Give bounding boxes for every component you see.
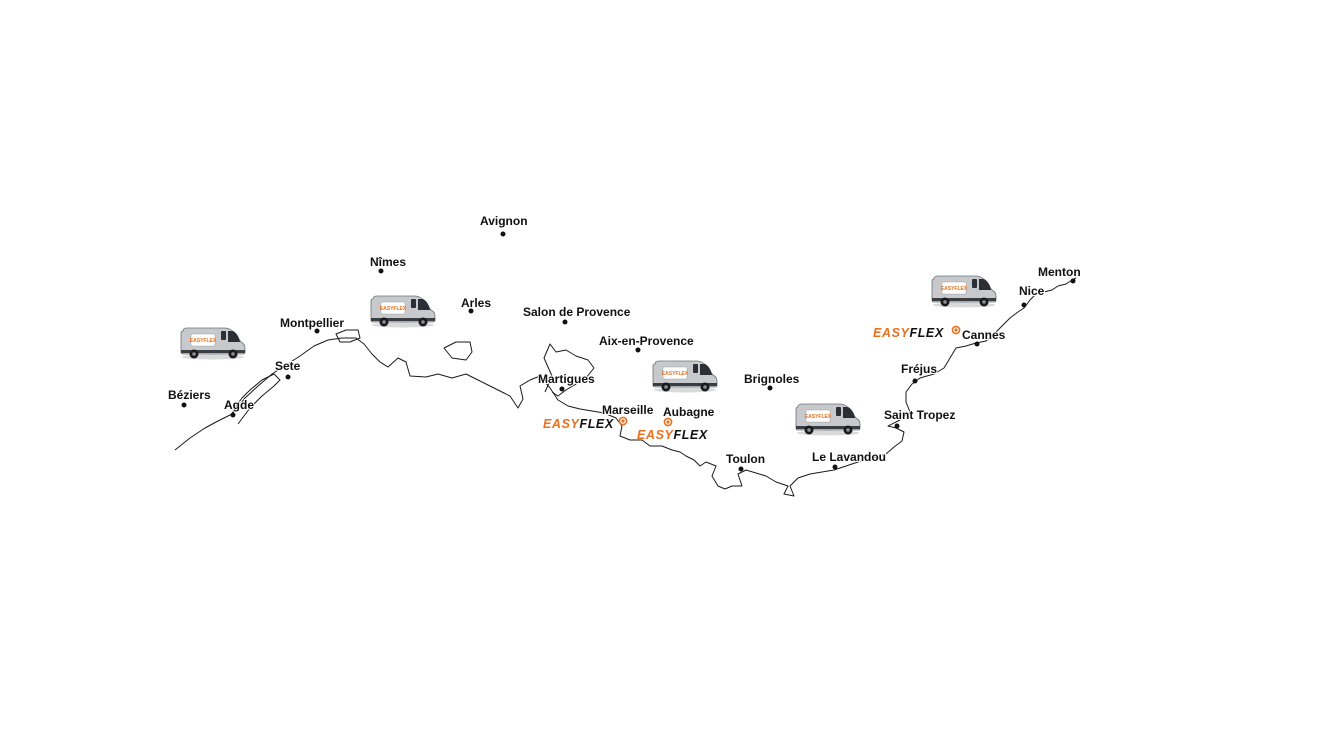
van-decal-text: EASYFLEX xyxy=(190,338,217,344)
city-label: Arles xyxy=(461,296,491,310)
van-decal-text: EASYFLEX xyxy=(805,414,832,420)
city-montpellier[interactable]: Montpellier xyxy=(279,315,345,334)
agency-aubagne[interactable]: EASYFLEX xyxy=(637,417,708,442)
agency-marker-core xyxy=(621,419,625,423)
van-decal-text: EASYFLEX xyxy=(380,306,407,312)
city-label: Aubagne xyxy=(663,405,715,419)
logo-part-flex: FLEX xyxy=(673,428,707,442)
city-label: Sete xyxy=(275,359,301,373)
logo-part-easy: EASY xyxy=(873,326,911,340)
city-label: Le Lavandou xyxy=(812,450,886,464)
city-label: Cannes xyxy=(962,328,1006,342)
van-nice: EASYFLEX xyxy=(931,275,997,308)
city-marker-dot xyxy=(767,385,773,391)
city-marker-dot xyxy=(832,464,838,470)
city-marker-dot xyxy=(635,347,641,353)
city-marker-dot xyxy=(1021,302,1027,308)
agency-marseille[interactable]: EASYFLEX xyxy=(543,416,628,431)
city-frejus[interactable]: Fréjus xyxy=(900,361,938,384)
city-label: Marseille xyxy=(602,403,654,417)
agency-marker-core xyxy=(666,420,670,424)
city-marker-dot xyxy=(1070,278,1076,284)
city-marker-dot xyxy=(285,374,291,380)
city-toulon[interactable]: Toulon xyxy=(725,451,766,472)
coastline-etang-vaccares xyxy=(443,341,473,361)
city-marker-dot xyxy=(181,402,187,408)
city-label: Fréjus xyxy=(901,362,937,376)
city-salon-de-provence[interactable]: Salon de Provence xyxy=(522,304,632,325)
city-label: Béziers xyxy=(168,388,211,402)
city-beziers[interactable]: Béziers xyxy=(167,387,212,408)
city-brignoles[interactable]: Brignoles xyxy=(743,371,801,391)
city-menton[interactable]: Menton xyxy=(1037,264,1082,284)
easyflex-logo: EASYFLEX xyxy=(543,417,614,431)
logo-part-easy: EASY xyxy=(637,428,675,442)
city-label: Nîmes xyxy=(370,255,406,269)
easyflex-logo: EASYFLEX xyxy=(637,428,708,442)
van-lavandou: EASYFLEX xyxy=(795,403,861,436)
city-aubagne[interactable]: Aubagne xyxy=(662,404,716,420)
van-decal-text: EASYFLEX xyxy=(941,286,968,292)
city-label: Salon de Provence xyxy=(523,305,631,319)
city-nimes[interactable]: Nîmes xyxy=(369,254,407,274)
van-aix: EASYFLEX xyxy=(652,360,718,393)
easyflex-logo: EASYFLEX xyxy=(873,326,944,340)
city-marker-dot xyxy=(894,423,900,429)
city-marker-dot xyxy=(468,308,474,314)
city-marker-dot xyxy=(500,231,506,237)
coastline-languedoc xyxy=(174,277,1077,497)
coastline xyxy=(174,277,1077,497)
city-marker-dot xyxy=(738,466,744,472)
city-label: Brignoles xyxy=(744,372,800,386)
city-label: Avignon xyxy=(480,214,528,228)
logo-part-flex: FLEX xyxy=(909,326,943,340)
coastline-etang-de-berre xyxy=(543,343,595,397)
city-cannes[interactable]: Cannes xyxy=(961,327,1007,347)
city-marker-dot xyxy=(230,412,236,418)
city-label: Saint Tropez xyxy=(884,408,955,422)
van-beziers: EASYFLEX xyxy=(180,327,246,360)
logo-part-easy: EASY xyxy=(543,417,581,431)
city-label: Agde xyxy=(224,398,254,412)
agency-layer: EASYFLEX EASYFLEX EASYFLEX xyxy=(543,325,961,442)
city-label: Toulon xyxy=(726,452,765,466)
city-layer: Avignon Nîmes Arles Montpellier Salon de… xyxy=(167,213,1082,472)
van-decal-text: EASYFLEX xyxy=(662,371,689,377)
city-le-lavandou[interactable]: Le Lavandou xyxy=(811,449,887,470)
city-sete[interactable]: Sete xyxy=(274,358,302,380)
city-arles[interactable]: Arles xyxy=(460,295,492,314)
city-saint-tropez[interactable]: Saint Tropez xyxy=(883,407,956,429)
city-label: Menton xyxy=(1038,265,1081,279)
city-marseille[interactable]: Marseille xyxy=(601,402,655,418)
city-agde[interactable]: Agde xyxy=(223,397,255,418)
city-label: Nice xyxy=(1019,284,1045,298)
city-label: Aix-en-Provence xyxy=(599,334,694,348)
city-aix-en-provence[interactable]: Aix-en-Provence xyxy=(598,333,695,353)
city-avignon[interactable]: Avignon xyxy=(479,213,529,237)
city-marker-dot xyxy=(974,341,980,347)
city-label: Martigues xyxy=(538,372,595,386)
city-marker-dot xyxy=(378,268,384,274)
coastline-thau-lagoon xyxy=(231,373,281,425)
agency-cannes[interactable]: EASYFLEX xyxy=(873,325,961,340)
city-label: Montpellier xyxy=(280,316,344,330)
city-martigues[interactable]: Martigues xyxy=(537,371,596,392)
coastline-etang-mauguio xyxy=(335,329,361,343)
van-nimes: EASYFLEX xyxy=(370,295,436,328)
city-marker-dot xyxy=(559,386,565,392)
van-layer: EASYFLEX EASYFLEX EASYFLEX EASYFLEX EASY… xyxy=(180,275,997,436)
city-marker-dot xyxy=(912,378,918,384)
logo-part-flex: FLEX xyxy=(579,417,613,431)
city-marker-dot xyxy=(562,319,568,325)
city-nice[interactable]: Nice xyxy=(1018,283,1046,308)
agency-marker-core xyxy=(954,328,958,332)
city-marker-dot xyxy=(314,328,320,334)
